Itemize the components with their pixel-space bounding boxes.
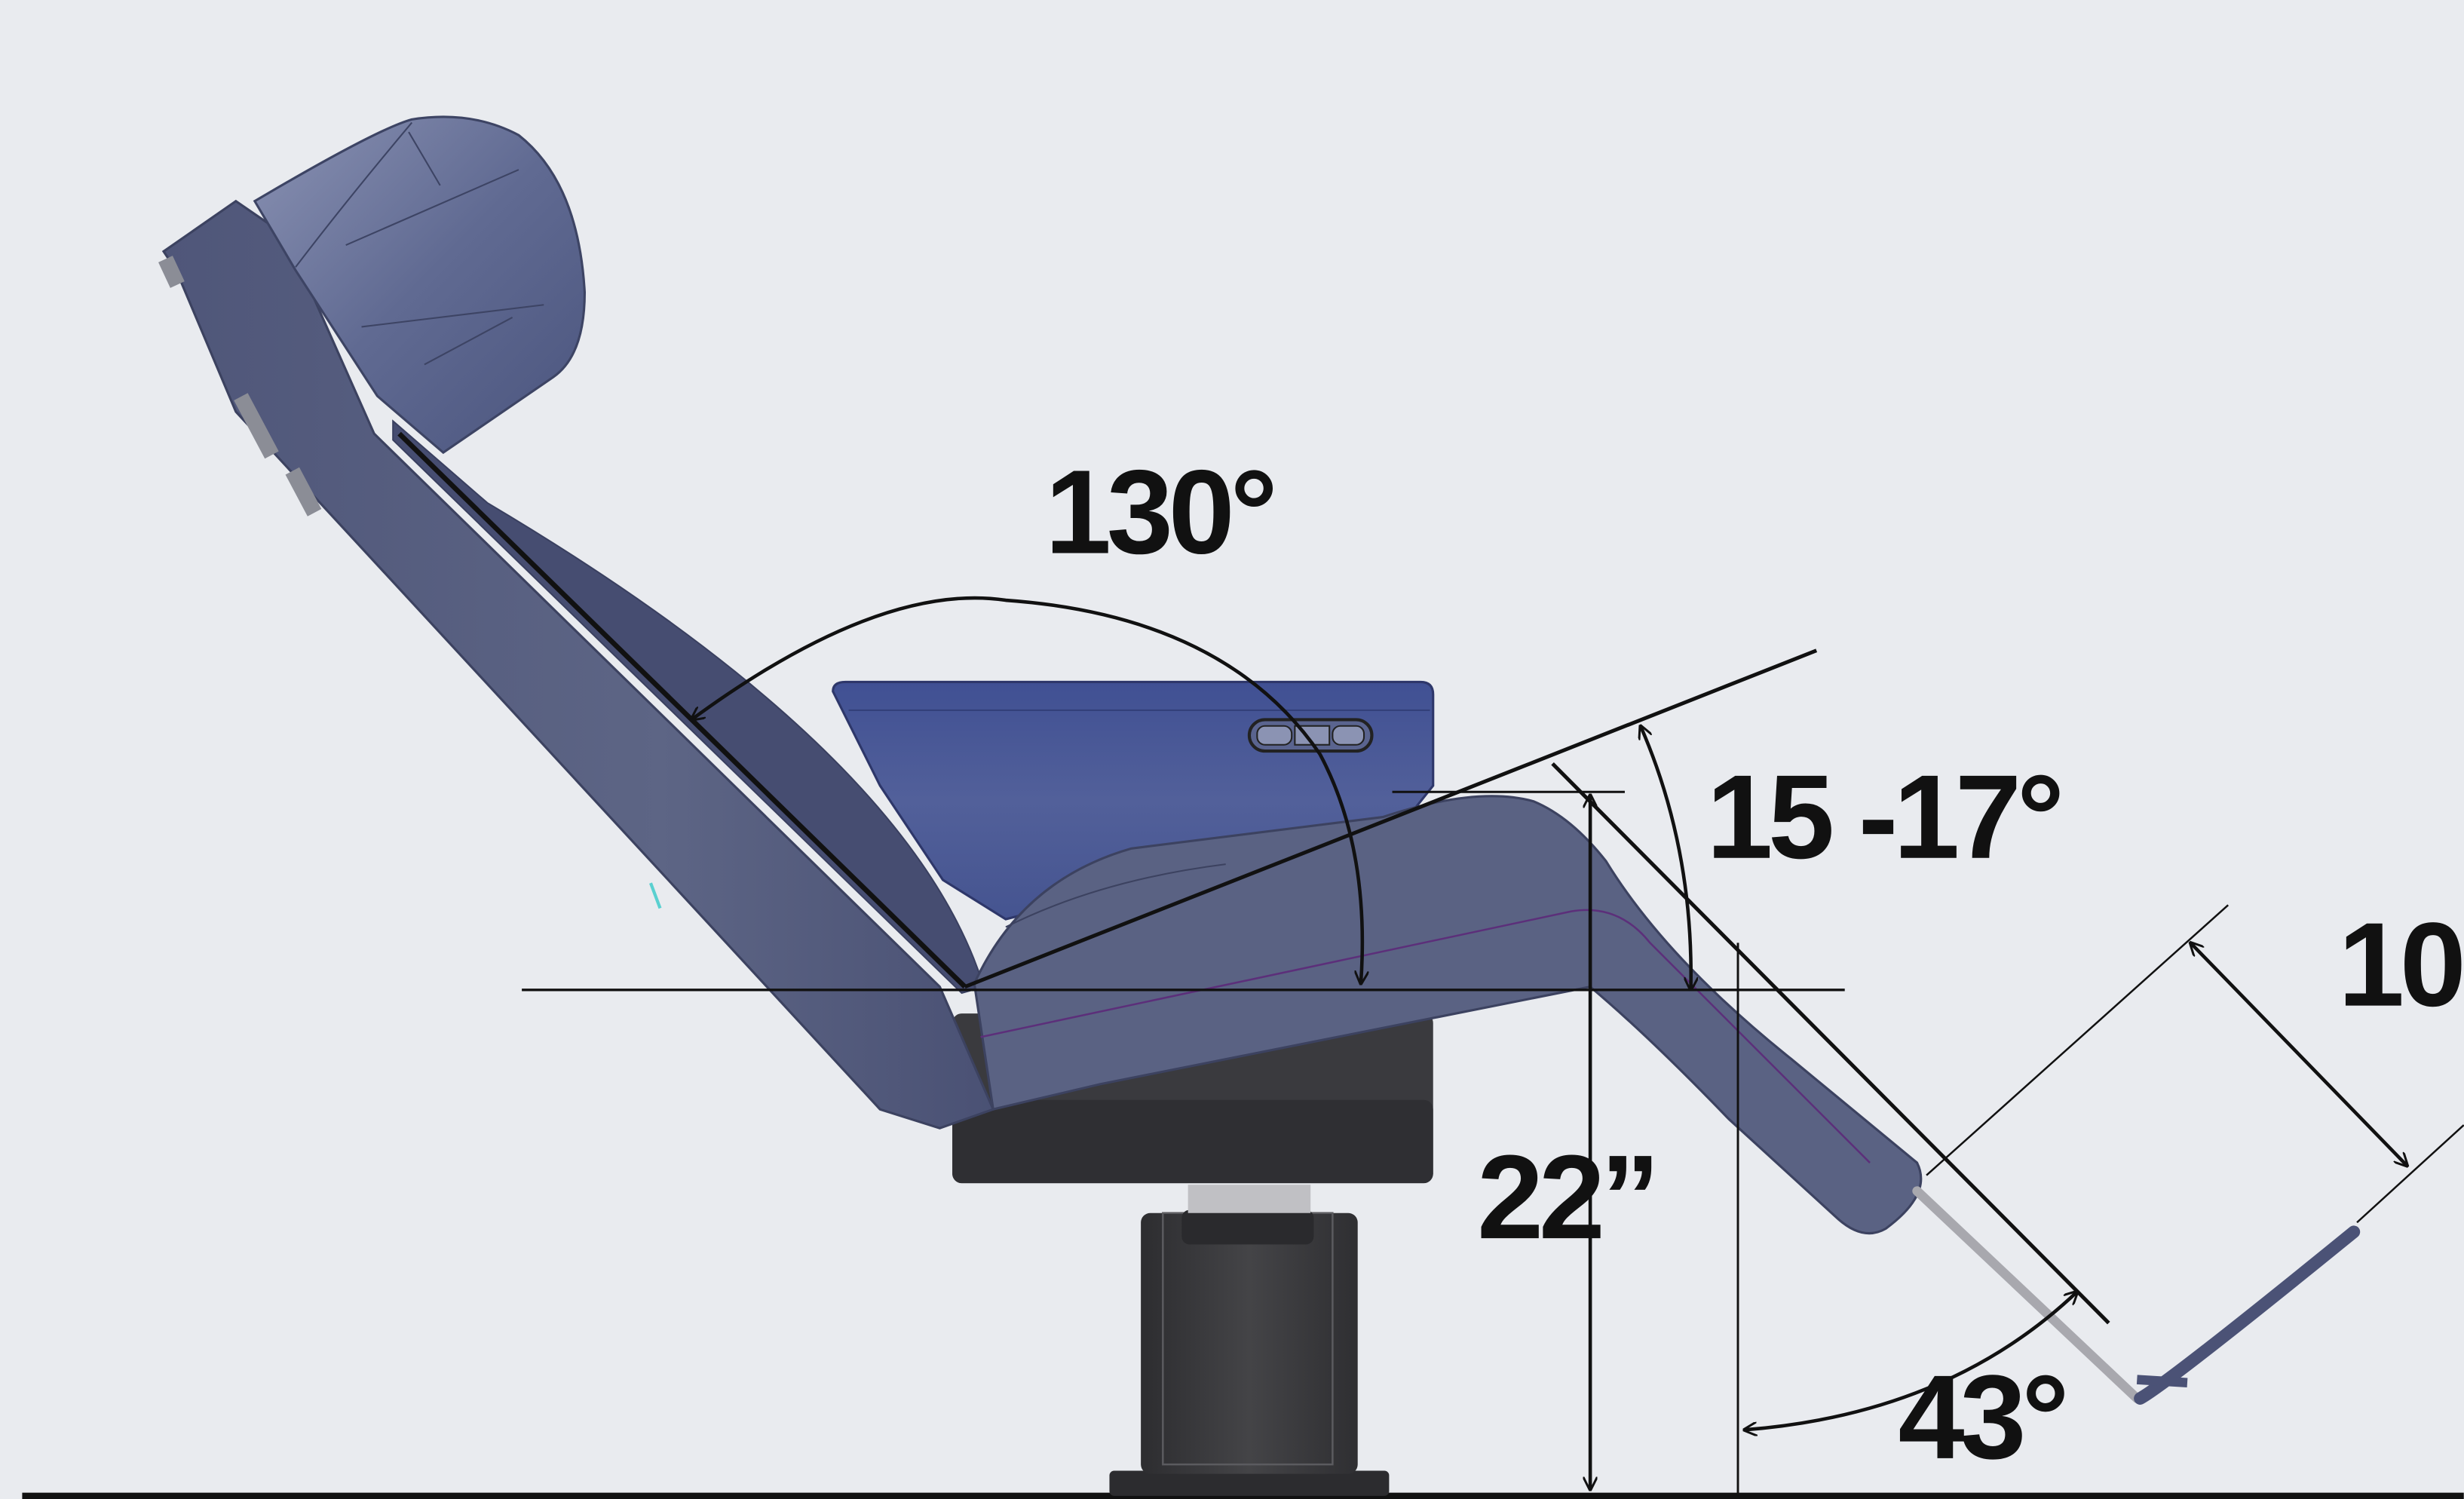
tilt-angle-arc [1641,726,1691,990]
recline-angle-label: 130° [1045,446,1273,579]
leg-length-line [2190,943,2407,1166]
dimension-lines [397,431,2464,1496]
leg-rest-angle-line [1551,762,2110,1325]
leg-rest-angle-arc [1744,1292,2077,1430]
recline-angle-arc [691,596,1362,983]
headrest [253,115,587,455]
tilt-angle-label: 15 -17° [1706,750,2060,884]
leg-length-label: 10” [2338,898,2464,1032]
pedestal-base [952,1013,1433,1496]
seat-height-label: 22” [1477,1130,1656,1264]
leg-rest-angle-label: 43° [1899,1350,2065,1484]
